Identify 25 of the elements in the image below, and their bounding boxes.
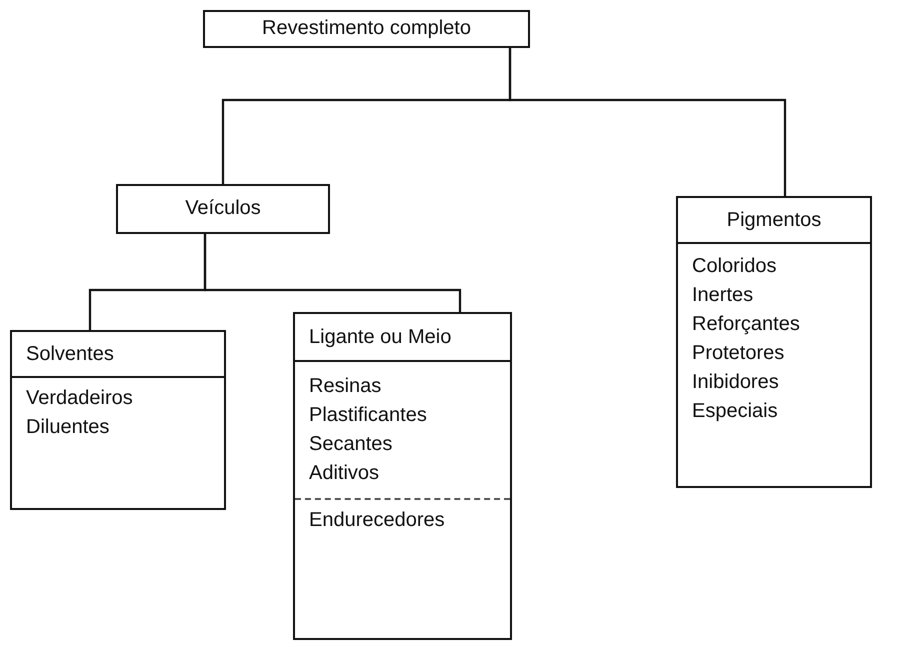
category-box [203,10,530,48]
category-box [676,196,872,488]
list-item: Inertes [691,283,754,308]
tree-connector [508,48,786,196]
list-item: Endurecedores [308,508,446,533]
list-item: Secantes [308,432,394,457]
category-box [116,184,330,234]
box-heading: Revestimento completo [262,17,471,40]
list-item: Verdadeiros [25,386,134,411]
list-item: Aditivos [308,461,380,486]
box-heading: Veículos [185,197,261,220]
box-heading: Solventes [26,342,114,366]
tree-connector [204,234,462,312]
list-item: Protetores [691,341,786,366]
category-box [293,312,512,640]
list-item: Especiais [691,399,779,424]
box-heading: Ligante ou Meio [309,326,452,348]
list-item: Inibidores [691,370,780,395]
category-box [10,330,226,510]
list-item: Resinas [308,374,382,399]
list-item: Diluentes [25,415,110,440]
box-heading: Pigmentos [726,208,822,232]
list-item: Plastificantes [308,403,428,428]
list-item: Coloridos [691,254,778,279]
list-item: Reforçantes [691,312,801,337]
